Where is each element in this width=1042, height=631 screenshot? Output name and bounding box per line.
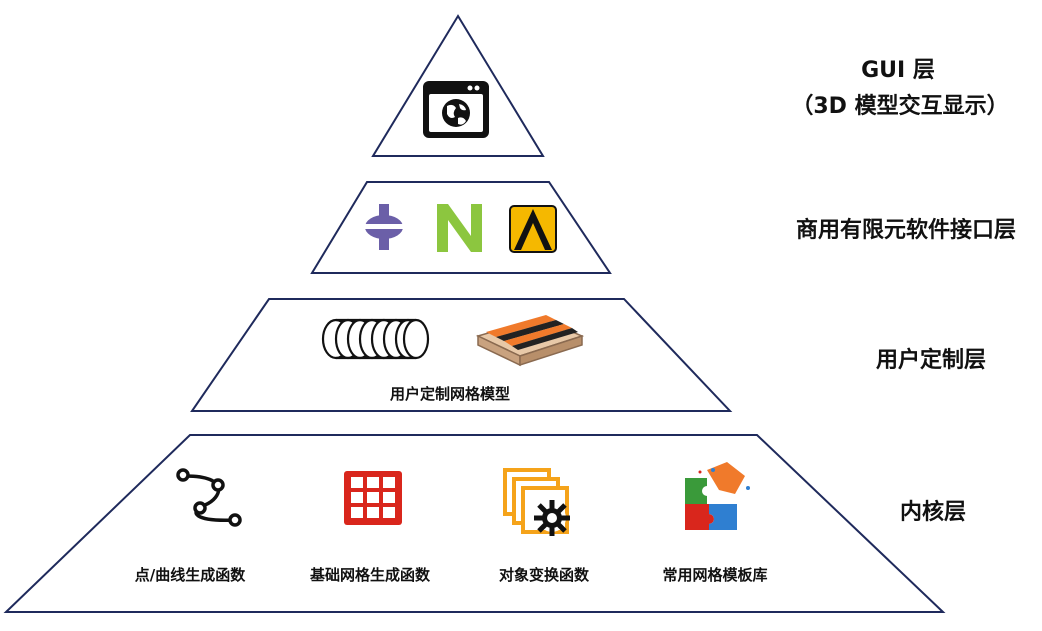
plate-model-icon bbox=[475, 315, 585, 367]
abaqus-logo-icon bbox=[509, 205, 557, 253]
core-item-label-grid: 基础网格生成函数 bbox=[309, 566, 431, 584]
browser-globe-icon bbox=[423, 81, 489, 138]
core-item-label-curve: 点/曲线生成函数 bbox=[134, 566, 246, 584]
layer-label-fem: 商用有限元软件接口层 bbox=[795, 218, 1016, 243]
curve-points-icon bbox=[176, 468, 242, 527]
layer-label-core: 内核层 bbox=[899, 500, 966, 525]
coil-model-icon bbox=[321, 318, 430, 360]
user-item-label: 用户定制网格模型 bbox=[389, 385, 511, 403]
tier-core bbox=[3, 434, 946, 613]
layer-label-gui-line2: （3D 模型交互显示） bbox=[791, 94, 1009, 119]
layer-label-gui-line1: GUI 层 bbox=[861, 58, 935, 83]
ansys-logo-icon bbox=[364, 204, 404, 250]
nastran-logo-icon bbox=[437, 204, 482, 252]
grid-icon bbox=[344, 471, 402, 525]
layer-label-user: 用户定制层 bbox=[875, 348, 986, 373]
core-item-label-template: 常用网格模板库 bbox=[662, 566, 768, 584]
puzzle-icon bbox=[685, 462, 750, 530]
transform-gear-icon bbox=[503, 468, 570, 536]
core-item-label-transform: 对象变换函数 bbox=[498, 566, 590, 584]
